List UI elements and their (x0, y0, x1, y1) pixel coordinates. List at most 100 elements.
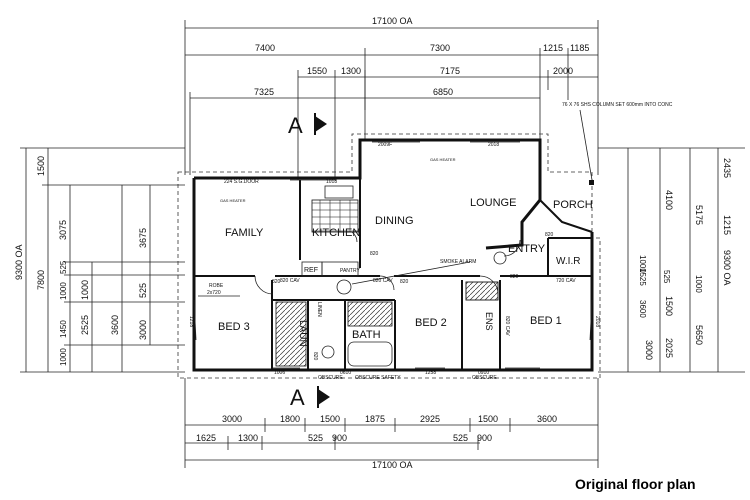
dim-right-c3-2: 5650 (694, 325, 704, 345)
dim-left-c5-0: 3600 (110, 315, 120, 335)
label-door-pantry: 820 (370, 251, 379, 257)
dim-left-c6-0: 3000 (138, 320, 148, 340)
walls (192, 138, 594, 372)
label-door-entry-2: 820 (545, 232, 554, 238)
bath-hatch (347, 301, 393, 327)
dim-bottom-r1-4: 2925 (420, 414, 440, 424)
dim-right-c4-0: 2435 (722, 158, 732, 178)
dim-right-c1-1: 1000 (638, 255, 647, 273)
dim-bottom-overall: 17100 OA (372, 460, 413, 470)
smoke-alarm-symbols (321, 251, 507, 359)
dim-left-c2-0: 1500 (36, 156, 46, 176)
dim-bottom-r2-4: 525 (453, 433, 468, 443)
dim-left-c5-1: 525 (138, 283, 148, 298)
label-cav-family: 820 CAV (280, 278, 300, 284)
pantry-space (321, 261, 359, 277)
label-robe-size: 2x720 (207, 290, 221, 296)
dim-bottom-r1-1: 1800 (280, 414, 300, 424)
left-dimensions: 9300 OA 1500 7800 3075 525 1000 1450 100… (14, 147, 185, 373)
room-bath: BATH (352, 329, 381, 341)
porch-column (589, 180, 594, 185)
section-marker-top: A (288, 113, 327, 138)
ensuite-hatch (465, 281, 499, 301)
dim-top-r3-0: 1550 (307, 66, 327, 76)
dim-left-c3-0: 3075 (58, 220, 68, 240)
dim-top-overall: 17100 OA (372, 16, 413, 26)
room-ens: ENS (484, 312, 494, 331)
label-door-family: 820 (272, 279, 281, 285)
label-w2018-right: 2018 (594, 316, 600, 327)
label-w2009: 2009F (378, 142, 392, 148)
label-w0910: 0910 (478, 370, 489, 376)
dim-left-overall: 9300 OA (14, 244, 24, 280)
label-linen: LINEN (316, 302, 322, 317)
dim-right-c4-2: 9300 OA (722, 250, 732, 286)
room-bed3: BED 3 (218, 321, 250, 333)
room-bed1: BED 1 (530, 315, 562, 327)
dim-left-c4-1: 1000 (80, 280, 90, 300)
label-sg-door: 224 S.G.DOOR (224, 179, 259, 185)
section-marker-label: A (288, 113, 303, 138)
dim-left-c3-3: 1450 (59, 320, 68, 338)
annotations: ROBE 2x720 LINEN SMOKE ALARM OBSCURE OBS… (188, 142, 600, 381)
section-marker-bottom: A (290, 385, 330, 410)
dim-bottom-r2-3: 900 (332, 433, 347, 443)
room-bed2: BED 2 (415, 317, 447, 329)
label-cav-wir: 720 CAV (556, 278, 576, 284)
dim-right-c2-0: 4100 (664, 190, 674, 210)
label-obscure-3: OBSCURE (472, 375, 497, 381)
label-door-entry: 820 (510, 274, 519, 280)
dim-left-c3-1: 525 (59, 260, 68, 274)
dim-left-c4-0: 2525 (80, 315, 90, 335)
dim-top-r4-0: 7325 (254, 87, 274, 97)
dim-right-c1-2: 525 (662, 270, 671, 284)
dim-left-c3-4: 1000 (59, 348, 68, 366)
room-dining: DINING (375, 215, 414, 227)
dim-right-c1-0: 1525 (638, 268, 647, 286)
right-dimensions: 1525 1000 3600 3000 525 4100 1500 2025 5… (598, 147, 745, 373)
dim-right-c2-1: 1500 (664, 296, 674, 316)
dim-bottom-r2-2: 525 (308, 433, 323, 443)
room-lounge: LOUNGE (470, 197, 516, 209)
dim-top-r3-2: 7175 (440, 66, 460, 76)
label-obscure-2: OBSCURE SAFETY (355, 375, 401, 381)
dim-right-c3-1: 1000 (694, 275, 703, 293)
label-door-bed2: 820 (400, 279, 409, 285)
column-note: 76 X 76 SHS COLUMN SET 600mm INTO CONC (562, 102, 673, 108)
label-w2018-top: 2018 (488, 142, 499, 148)
dim-left-c5-2: 3675 (138, 228, 148, 248)
shower (465, 281, 499, 301)
label-w1018: 1018 (326, 179, 337, 185)
dim-top-r2-2: 1215 (543, 43, 563, 53)
dim-top-r2-1: 7300 (430, 43, 450, 53)
label-cav-ens: 820 CAV (504, 316, 510, 336)
dim-left-c2-1: 7800 (36, 270, 46, 290)
room-porch: PORCH (553, 199, 593, 211)
bottom-dimensions: 3000 1800 1500 1875 2925 1500 3600 1625 … (184, 378, 599, 470)
kitchen-appliance (324, 185, 354, 199)
dim-right-c4-1: 1215 (722, 215, 732, 235)
room-labels: FAMILY KITCHEN DINING LOUNGE PORCH ENTRY… (218, 197, 593, 347)
room-pantry: PANTRY (340, 268, 360, 274)
label-cav-hall: 820 CAV (373, 278, 393, 284)
label-smoke-alarm: SMOKE ALARM (440, 259, 476, 265)
label-w0610: 0610 (340, 370, 351, 376)
top-dimensions: 17100 OA 7400 7300 1215 1185 1550 1300 7… (184, 16, 673, 181)
room-ref: REF (304, 267, 318, 274)
caption: Original floor plan (575, 476, 696, 492)
roof-outline (177, 133, 601, 379)
room-entry: ENTRY (508, 243, 546, 255)
label-gas-heater-2: GAS HEATER (430, 157, 456, 162)
dim-top-r3-1: 1300 (341, 66, 361, 76)
label-robe: ROBE (209, 283, 224, 289)
label-door-laun: 820 (312, 352, 318, 361)
label-w1218: 1218 (188, 316, 194, 327)
dim-right-c1-3: 3600 (638, 300, 647, 318)
room-family: FAMILY (225, 227, 264, 239)
kitchen-bench-tiles (311, 199, 359, 233)
dim-top-r3-3: 2000 (553, 66, 573, 76)
room-kitchen: KITCHEN (312, 227, 360, 239)
section-marker-label-bottom: A (290, 385, 305, 410)
windows (193, 141, 593, 369)
